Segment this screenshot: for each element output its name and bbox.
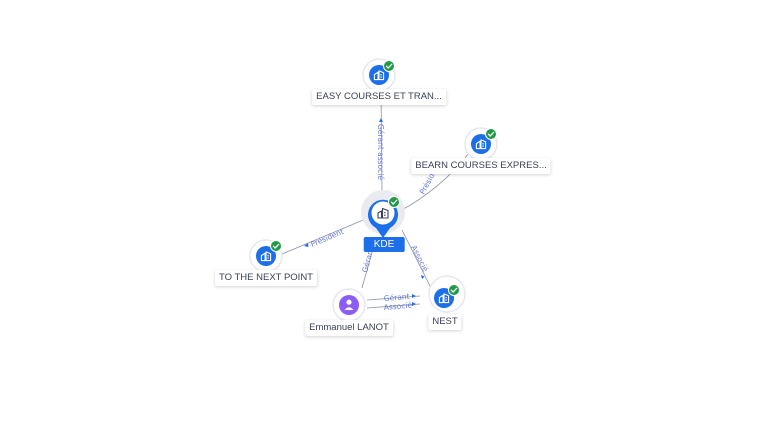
arrow-person-nest-1 <box>412 294 416 298</box>
node-label-next[interactable]: TO THE NEXT POINT <box>215 270 317 286</box>
node-label-bearn[interactable]: BEARN COURSES EXPRES... <box>411 158 551 174</box>
arrow-next <box>304 243 309 247</box>
node-label-easy[interactable]: EASY COURSES ET TRAN... <box>312 89 446 105</box>
building-icon <box>377 207 389 219</box>
node-nest[interactable] <box>428 275 466 313</box>
arrow-person-nest-2 <box>412 302 416 306</box>
edges <box>281 89 471 309</box>
check-icon <box>448 284 460 296</box>
edge-label-person-nest-2: Associé <box>383 301 412 312</box>
check-icon <box>485 128 497 140</box>
node-label-person[interactable]: Emmanuel LANOT <box>305 320 393 336</box>
edge-person-nest-1 <box>366 295 421 301</box>
node-next[interactable] <box>249 239 283 273</box>
node-bearn[interactable] <box>464 127 498 161</box>
person-icon <box>344 299 354 310</box>
check-icon <box>388 196 400 208</box>
node-center[interactable] <box>361 190 405 238</box>
edge-arrows <box>304 118 425 306</box>
arrow-easy <box>379 118 383 122</box>
check-icon <box>383 60 395 72</box>
check-icon <box>270 240 282 252</box>
edge-center-next <box>281 217 369 255</box>
edge-label-easy: Gérant associé <box>376 124 385 180</box>
edge-label-nest: Associé <box>409 244 430 274</box>
edge-center-easy <box>380 89 383 193</box>
node-label-nest[interactable]: NEST <box>428 314 462 330</box>
edge-label-person-nest-1: Gérant <box>383 292 410 303</box>
edge-person-nest-2 <box>366 303 421 309</box>
edge-label-next: Président <box>309 227 345 249</box>
node-label-center[interactable]: KDE <box>363 237 405 252</box>
node-easy[interactable] <box>362 58 396 92</box>
node-person[interactable] <box>332 288 366 322</box>
arrow-nest <box>421 275 425 279</box>
edge-center-nest <box>401 229 433 291</box>
